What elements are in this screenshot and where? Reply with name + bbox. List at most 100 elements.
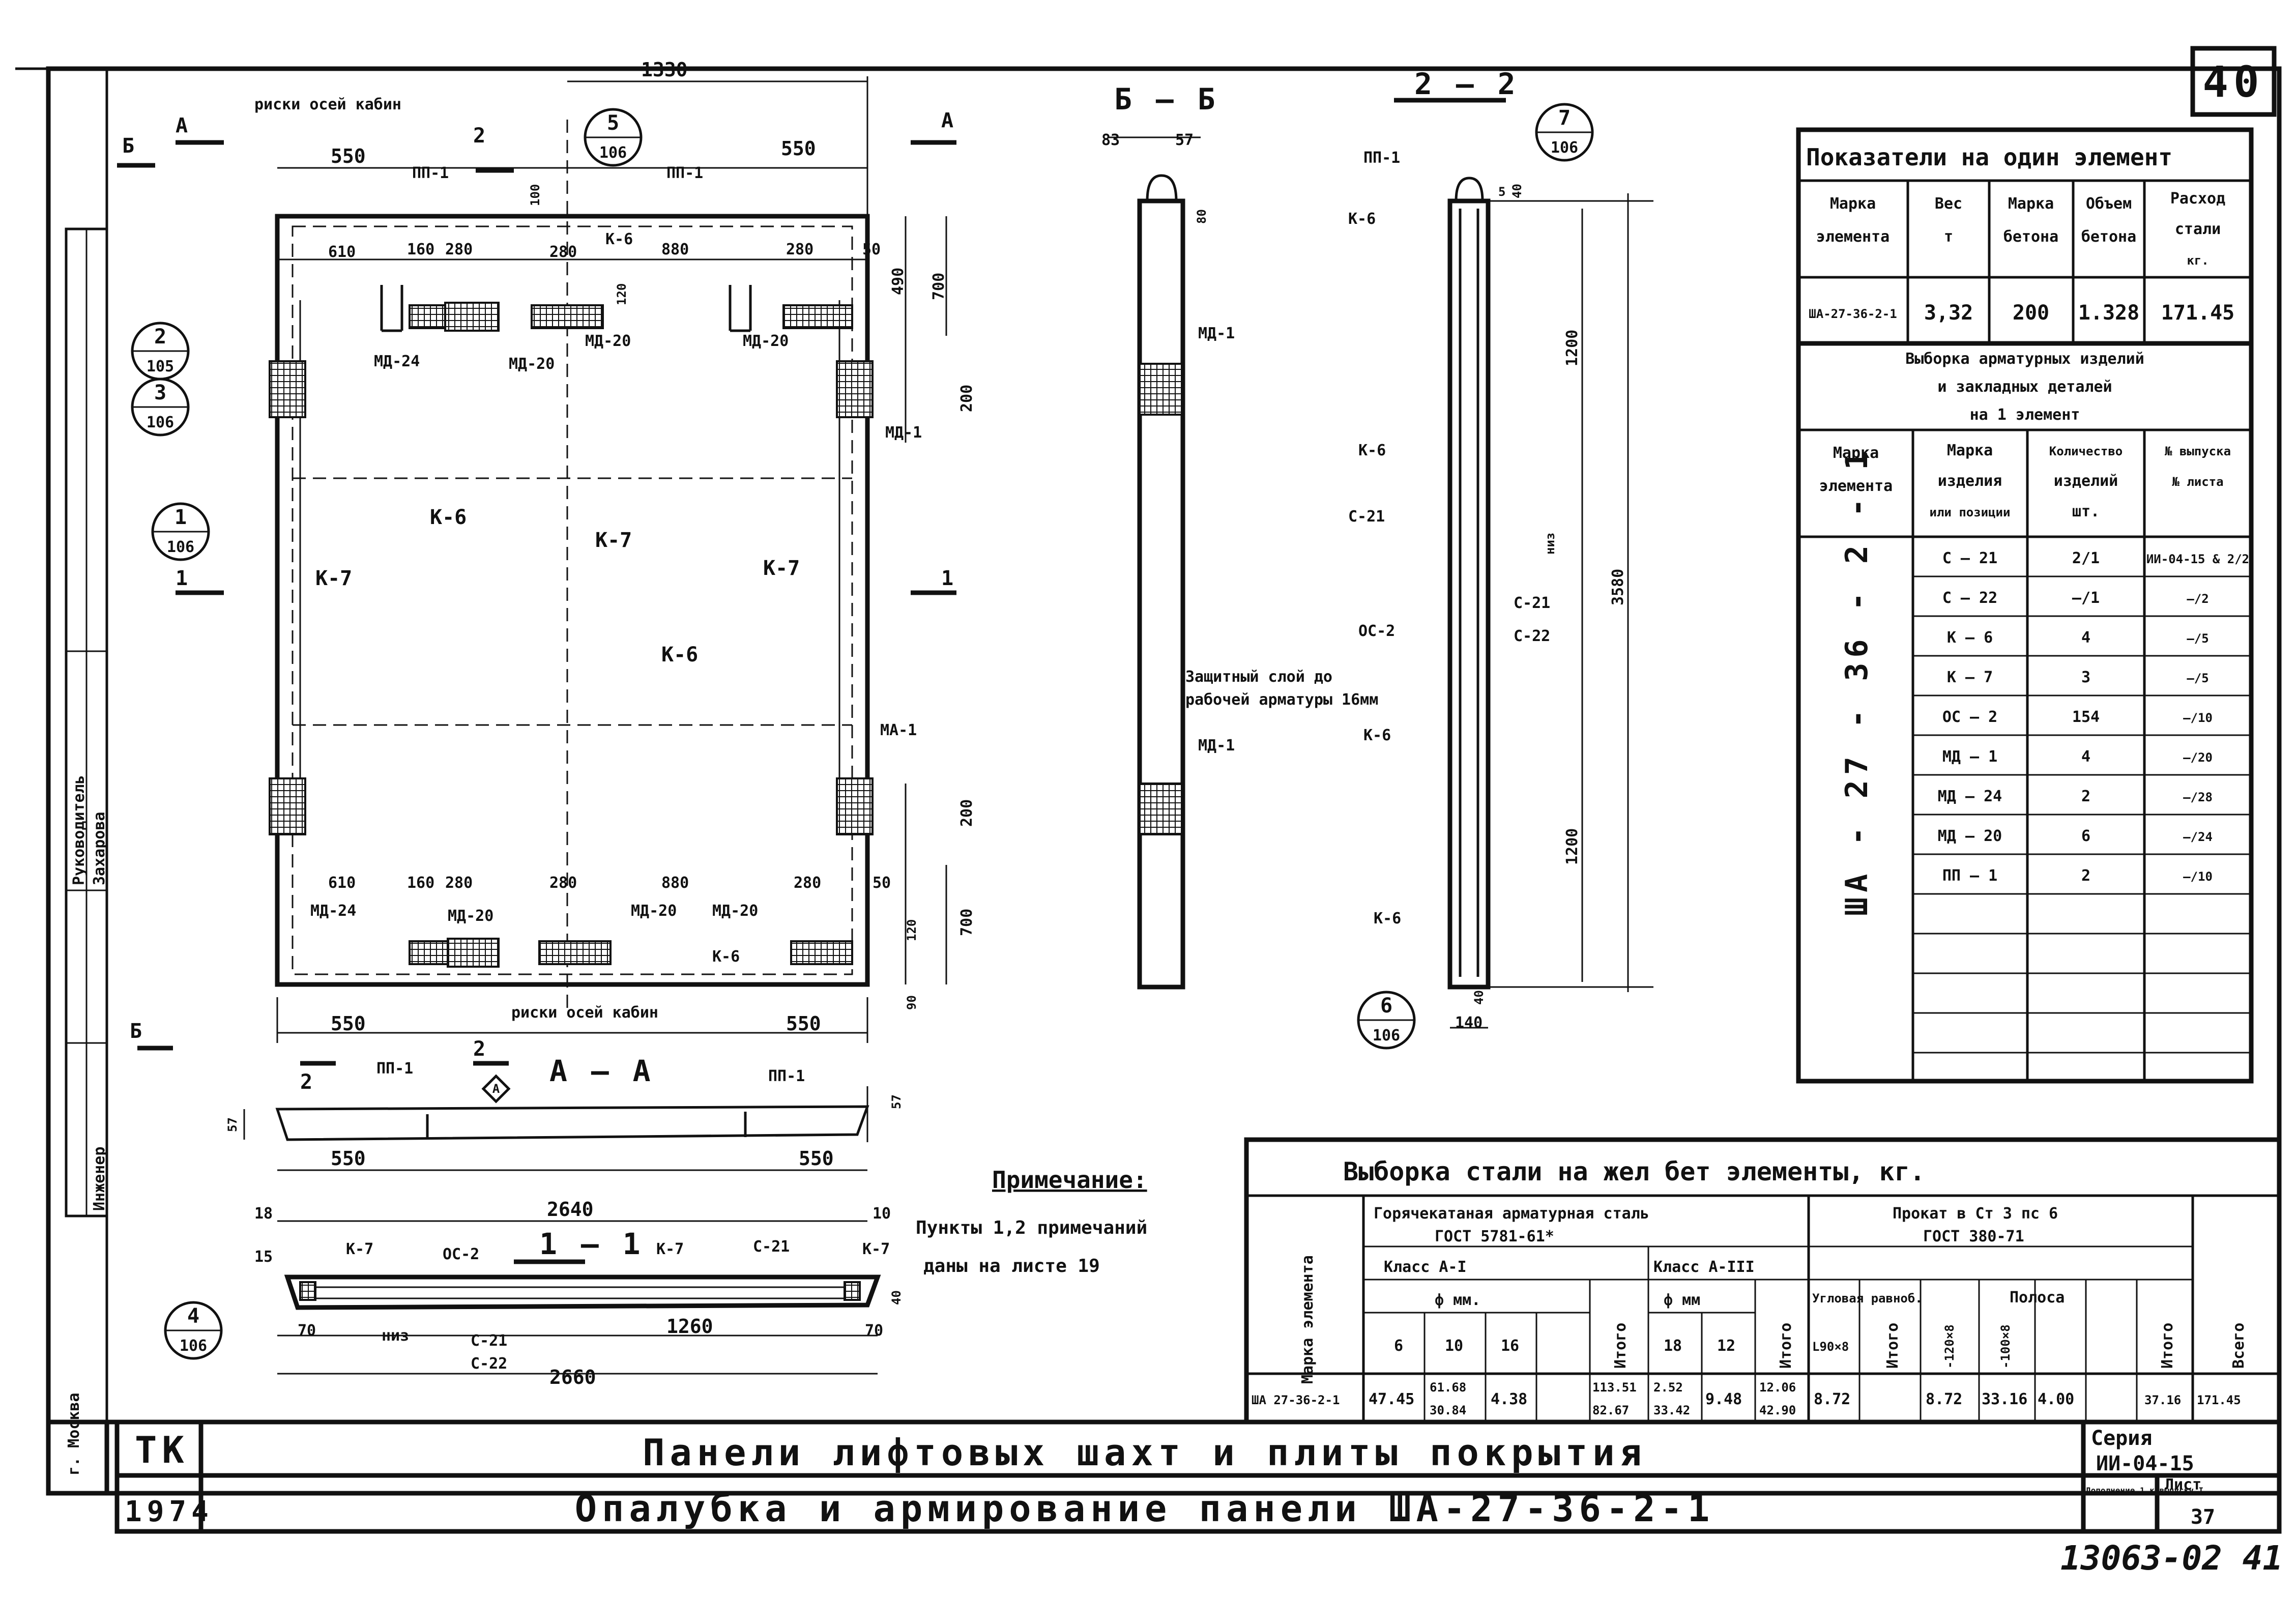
ind-h-weight-1: Вес bbox=[1935, 195, 1962, 213]
dim-15: 15 bbox=[254, 1248, 273, 1266]
note-title: Примечание: bbox=[992, 1166, 1147, 1194]
selection-row-mark: К — 7 bbox=[1947, 669, 1993, 686]
section-22-3580: 3580 bbox=[1609, 569, 1627, 605]
label-md20-bottom-center: МД-20 bbox=[631, 902, 677, 920]
dim-50-top: 50 bbox=[862, 241, 881, 258]
dim-550-top-right: 550 bbox=[781, 137, 816, 160]
title-line-2: Опалубка и армирование панели ША-27-36-2… bbox=[575, 1487, 1715, 1530]
selection-row-qty: 2/1 bbox=[2072, 549, 2100, 567]
title-block: ТК 1974 Панели лифтовых шахт и плиты пок… bbox=[104, 1419, 2282, 1534]
selection-row-ref: —/5 bbox=[2187, 631, 2208, 646]
dim-200-bottom: 200 bbox=[958, 799, 976, 827]
section-22-pp1: ПП-1 bbox=[1363, 149, 1400, 167]
section-aa-pp1-right: ПП-1 bbox=[768, 1067, 805, 1085]
section-22-cover-1: Защитный слой до bbox=[1185, 668, 1332, 686]
label-k7-left: К-7 bbox=[315, 567, 352, 590]
strip-city: г. Москва bbox=[65, 1393, 83, 1475]
section-aa-marker: А bbox=[492, 1082, 500, 1096]
dim-10: 10 bbox=[873, 1205, 891, 1223]
ind-h-steel-1: Расход bbox=[2170, 190, 2225, 208]
dim-700-top: 700 bbox=[930, 273, 948, 300]
callout-3-bottom: 106 bbox=[147, 414, 174, 431]
dim-610-bottom: 610 bbox=[328, 874, 356, 892]
label-sec-1-right: 1 bbox=[941, 567, 953, 590]
ind-h-mark-1: Марка bbox=[1830, 195, 1876, 213]
callout-3-top: 3 bbox=[154, 381, 166, 404]
steel-title: Выборка стали на жел бет элементы, кг. bbox=[1343, 1157, 1925, 1186]
callout-2-bottom: 105 bbox=[147, 358, 174, 375]
callout-4-bottom: 106 bbox=[180, 1337, 207, 1355]
dim-70-right: 70 bbox=[865, 1322, 883, 1340]
ind-row-steel: 171.45 bbox=[2161, 301, 2235, 325]
sel-h-qty-2: изделий bbox=[2054, 472, 2118, 490]
steel-row-angle: 8.72 bbox=[1814, 1390, 1850, 1408]
section-22-k6-low: К-6 bbox=[1363, 727, 1391, 744]
sel-h-item-3: или позиции bbox=[1930, 505, 2011, 519]
section-11-title: 1 — 1 bbox=[539, 1227, 644, 1261]
label-md24-top: МД-24 bbox=[374, 353, 420, 370]
steel-row-angle-total: 8.72 bbox=[1926, 1390, 1962, 1408]
selection-row-qty: 154 bbox=[2072, 708, 2100, 726]
section-bb-md1-bottom: МД-1 bbox=[1198, 737, 1235, 755]
label-sec-2-aa: 2 bbox=[300, 1070, 312, 1094]
dim-280-top-1: 280 bbox=[445, 241, 473, 258]
steel-h-phi: ф мм. bbox=[1435, 1291, 1480, 1309]
steel-h-strip: Полоса bbox=[2010, 1289, 2065, 1307]
label-md24-bottom: МД-24 bbox=[310, 902, 356, 920]
dim-40-s11: 40 bbox=[889, 1290, 904, 1305]
label-k6-mid: К-6 bbox=[430, 506, 467, 529]
label-sec-b-bottom: Б bbox=[130, 1020, 142, 1043]
label-pp1-right: ПП-1 bbox=[666, 164, 703, 182]
steel-col-angle: L90×8 bbox=[1812, 1340, 1849, 1354]
section-22-oc2: ОС-2 bbox=[1358, 622, 1395, 640]
label-ticks-note: риски осей кабин bbox=[254, 96, 401, 113]
selection-row-qty: 4 bbox=[2081, 748, 2090, 766]
steel-col-16: 16 bbox=[1501, 1337, 1519, 1355]
dim-550-top-left: 550 bbox=[331, 145, 366, 167]
sheet-number: 37 bbox=[2191, 1505, 2215, 1529]
ind-h-steel-3: кг. bbox=[2187, 253, 2208, 268]
section-22-140: 140 bbox=[1455, 1014, 1483, 1032]
selection-row-ref: —/2 bbox=[2187, 592, 2208, 606]
sel-title-3: на 1 элемент bbox=[1970, 406, 2080, 424]
section-11-k7-right: К-7 bbox=[862, 1240, 890, 1258]
panel-elevation bbox=[117, 76, 956, 1066]
section-bb-57: 57 bbox=[1175, 131, 1194, 149]
steel-h-class3: Класс А-III bbox=[1653, 1258, 1755, 1276]
steel-h-roll: Прокат в Ст 3 пс 6 bbox=[1893, 1205, 2058, 1223]
steel-h-angle: Угловая равноб. bbox=[1812, 1291, 1923, 1306]
selection-row-mark: ПП — 1 bbox=[1942, 867, 1997, 885]
sel-h-qty-1: Количество bbox=[2049, 444, 2123, 458]
steel-row-grand: 171.45 bbox=[2197, 1393, 2241, 1407]
steel-h-total-4: Итого bbox=[2159, 1323, 2176, 1369]
label-k6-top: К-6 bbox=[605, 230, 633, 248]
selection-row-ref: ИИ-04-15 & 2/2 bbox=[2146, 552, 2249, 566]
dim-880-top: 880 bbox=[661, 241, 689, 258]
steel-table: Выборка стали на жел бет элементы, кг. М… bbox=[1244, 1137, 2282, 1425]
steel-row-s100: 4.00 bbox=[2038, 1390, 2074, 1408]
callout-7-top: 7 bbox=[1558, 106, 1571, 130]
section-22-5: 5 bbox=[1498, 185, 1505, 199]
sel-h-element-2: элемента bbox=[1819, 477, 1893, 495]
dim-100: 100 bbox=[528, 184, 542, 206]
dim-90: 90 bbox=[905, 995, 919, 1010]
section-aa-57-left: 57 bbox=[225, 1117, 240, 1132]
sel-h-item-1: Марка bbox=[1947, 442, 1993, 459]
steel-row-c16: 4.38 bbox=[1491, 1390, 1527, 1408]
section-22-c22-right: С-22 bbox=[1514, 627, 1550, 645]
callout-5-bottom: 106 bbox=[599, 144, 627, 162]
dim-550-bottom-right: 550 bbox=[786, 1012, 821, 1035]
section-11-niz: низ bbox=[382, 1327, 409, 1345]
label-k7-right: К-7 bbox=[763, 557, 800, 580]
selection-row-qty: 3 bbox=[2081, 669, 2090, 686]
sel-h-element-1: Марка bbox=[1833, 444, 1879, 462]
selection-row-ref: —/28 bbox=[2183, 790, 2213, 804]
dim-120-top: 120 bbox=[615, 283, 629, 305]
elevation-callouts: 5 106 2 105 3 106 1 106 bbox=[131, 108, 643, 561]
sel-h-item-2: изделия bbox=[1938, 472, 2002, 490]
steel-col-120: -120×8 bbox=[1942, 1324, 1957, 1369]
ind-h-mark-2: элемента bbox=[1816, 228, 1890, 246]
strip-engineer: Инженер bbox=[91, 1147, 108, 1211]
steel-h-phi2: ф мм bbox=[1664, 1291, 1700, 1309]
